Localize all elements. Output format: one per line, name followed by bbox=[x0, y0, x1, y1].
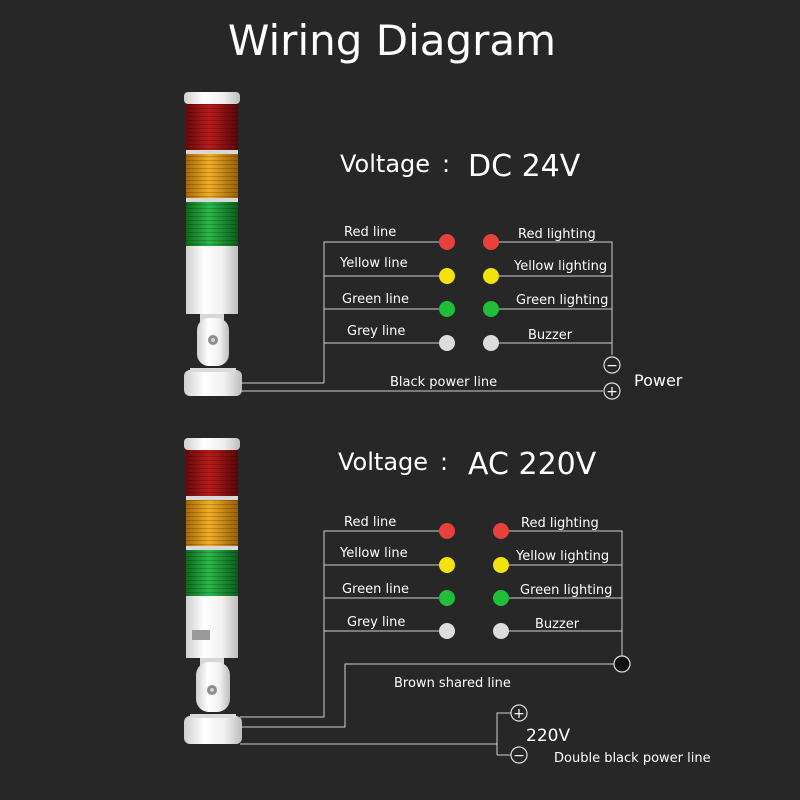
ac-green-line-dot bbox=[439, 590, 455, 606]
dc-buzzer-dot bbox=[483, 335, 499, 351]
ac-red-line-dot bbox=[439, 523, 455, 539]
ac-red-lighting-label: Red lighting bbox=[521, 516, 599, 531]
ac-buzzer-label: Buzzer bbox=[535, 617, 580, 632]
dc-green-lighting-label: Green lighting bbox=[516, 293, 608, 308]
dc-voltage-separator: : bbox=[442, 150, 450, 178]
ac-voltage-value: AC 220V bbox=[468, 447, 597, 482]
ac-red-line-label: Red line bbox=[344, 515, 396, 530]
dc-signal-tower bbox=[184, 92, 242, 396]
dc-yellow-line-dot bbox=[439, 268, 455, 284]
dc-plus-terminal-icon bbox=[603, 382, 621, 400]
ac-yellow-lighting-label: Yellow lighting bbox=[515, 549, 609, 564]
ac-supply-voltage: 220V bbox=[526, 726, 570, 746]
dc-minus-symbol: − bbox=[606, 358, 618, 374]
dc-minus-terminal-icon bbox=[603, 356, 621, 374]
dc-terminals bbox=[439, 234, 499, 351]
ac-voltage-label: Voltage bbox=[338, 448, 428, 476]
dc-green-line-label: Green line bbox=[342, 292, 409, 307]
dc-red-line-dot bbox=[439, 234, 455, 250]
ac-diagram: Voltage : AC 220V Red line Yellow line G… bbox=[184, 438, 711, 766]
dc-red-lighting-dot bbox=[483, 234, 499, 250]
ac-terminals bbox=[439, 523, 509, 639]
dc-plus-symbol: + bbox=[606, 384, 618, 400]
dc-yellow-lighting-dot bbox=[483, 268, 499, 284]
dc-yellow-line-label: Yellow line bbox=[339, 256, 408, 271]
dc-voltage-value: DC 24V bbox=[468, 149, 581, 184]
ac-plus-terminal-icon bbox=[510, 704, 528, 722]
dc-grey-line-label: Grey line bbox=[347, 324, 405, 339]
dc-yellow-lighting-label: Yellow lighting bbox=[513, 259, 607, 274]
ac-yellow-lighting-dot bbox=[493, 557, 509, 573]
dc-red-lighting-label: Red lighting bbox=[518, 227, 596, 242]
ac-voltage-separator: : bbox=[440, 448, 448, 476]
dc-buzzer-label: Buzzer bbox=[528, 328, 573, 343]
ac-signal-tower bbox=[184, 438, 242, 744]
dc-power-line-label: Black power line bbox=[390, 375, 497, 390]
ac-plus-symbol: + bbox=[513, 706, 525, 722]
ac-red-lighting-dot bbox=[493, 523, 509, 539]
diagram-title: Wiring Diagram bbox=[228, 16, 556, 65]
dc-power-label: Power bbox=[634, 371, 683, 390]
ac-shared-terminal-icon bbox=[613, 655, 631, 673]
ac-grey-line-dot bbox=[439, 623, 455, 639]
ac-green-line-label: Green line bbox=[342, 582, 409, 597]
dc-diagram: Voltage : DC 24V Red line Yellow line Gr… bbox=[184, 92, 683, 400]
ac-green-lighting-dot bbox=[493, 590, 509, 606]
ac-double-power-line-label: Double black power line bbox=[554, 751, 711, 766]
ac-wiring-lines bbox=[240, 530, 623, 756]
dc-red-line-label: Red line bbox=[344, 225, 396, 240]
dc-green-line-dot bbox=[439, 301, 455, 317]
dc-green-lighting-dot bbox=[483, 301, 499, 317]
ac-buzzer-dot bbox=[493, 623, 509, 639]
ac-grey-line-label: Grey line bbox=[347, 615, 405, 630]
dc-voltage-label: Voltage bbox=[340, 150, 430, 178]
ac-minus-terminal-icon bbox=[510, 746, 528, 764]
dc-wiring-lines bbox=[240, 241, 613, 392]
dc-grey-line-dot bbox=[439, 335, 455, 351]
ac-yellow-line-label: Yellow line bbox=[339, 546, 408, 561]
ac-shared-line-label: Brown shared line bbox=[394, 676, 511, 691]
ac-yellow-line-dot bbox=[439, 557, 455, 573]
ac-green-lighting-label: Green lighting bbox=[520, 583, 612, 598]
ac-minus-symbol: − bbox=[513, 748, 525, 764]
